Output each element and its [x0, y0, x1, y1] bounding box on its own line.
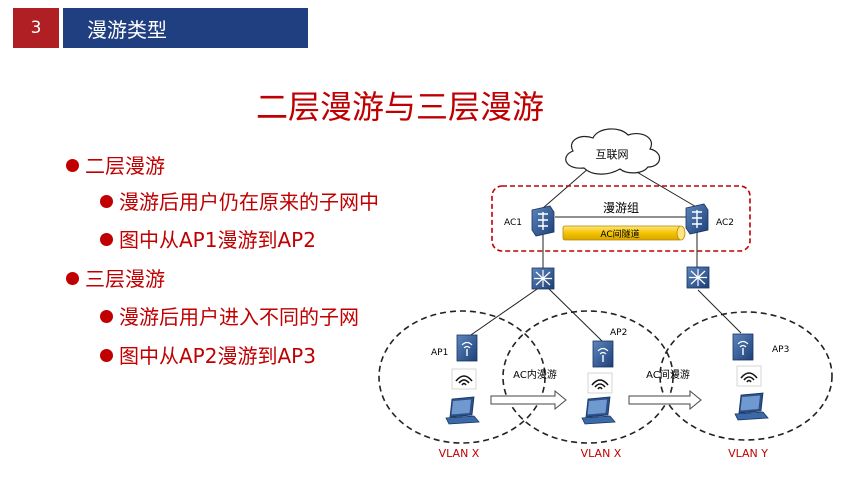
ac2-label: AC2	[716, 218, 734, 228]
internet-label: 互联网	[596, 148, 629, 161]
laptop-icon	[581, 396, 616, 425]
link-internet-ac1	[542, 167, 590, 209]
ap1-device-icon	[456, 334, 478, 362]
slide-title: 二层漫游与三层漫游	[255, 88, 544, 126]
coverage-area-ap3	[659, 311, 833, 441]
ac-tunnel: AC间隧道	[562, 225, 686, 241]
intra-ac-roaming-arrow	[490, 389, 567, 411]
section-title: 漫游类型	[63, 8, 308, 48]
bullet-l3-sub2: 图中从AP2漫游到AP3	[100, 340, 316, 369]
bullet-dot	[66, 159, 79, 172]
bullet-l2-roaming: 二层漫游	[66, 150, 165, 179]
network-links	[467, 167, 742, 342]
ap3-label: AP3	[772, 345, 789, 355]
ac1-device-icon	[531, 205, 555, 237]
ap1-label: AP1	[431, 348, 448, 358]
section-number: 3	[13, 8, 59, 48]
laptop-icon	[445, 396, 480, 425]
bullet-l3-sub2-text: 图中从AP2漫游到AP3	[119, 344, 316, 368]
vlan-label-ap3: VLAN Y	[728, 447, 768, 460]
vlan-label-ap2: VLAN X	[581, 447, 622, 460]
link-internet-ac2	[629, 167, 699, 209]
link-switch1-ap2	[546, 286, 603, 342]
wifi-signal-icon	[451, 368, 477, 390]
switch2-icon	[686, 266, 710, 289]
bullet-l3-sub1: 漫游后用户进入不同的子网	[100, 301, 359, 330]
bullet-l2-sub2: 图中从AP1漫游到AP2	[100, 224, 316, 253]
inter-ac-roaming-label: AC间漫游	[646, 368, 690, 381]
tunnel-label: AC间隧道	[600, 228, 639, 240]
coverage-area-ap1	[378, 310, 546, 444]
switch1-icon	[531, 267, 555, 290]
intra-ac-roaming-label: AC内漫游	[513, 368, 557, 381]
inter-ac-roaming-arrow	[628, 389, 702, 411]
bullet-l2-text: 二层漫游	[85, 154, 165, 178]
bullet-l2-sub2-text: 图中从AP1漫游到AP2	[119, 228, 316, 252]
laptop-icon	[734, 392, 769, 421]
bullet-l3-roaming: 三层漫游	[66, 263, 165, 292]
ap2-label: AP2	[610, 328, 627, 338]
coverage-area-ap2	[502, 310, 674, 444]
bullet-l2-sub1: 漫游后用户仍在原来的子网中	[100, 186, 379, 215]
internet-cloud-icon: 互联网	[565, 128, 661, 175]
ap3-device-icon	[732, 333, 754, 361]
ac1-label: AC1	[504, 218, 522, 228]
bullet-dot	[100, 310, 113, 323]
bullet-dot	[100, 195, 113, 208]
bullet-l2-sub1-text: 漫游后用户仍在原来的子网中	[119, 190, 379, 214]
bullet-dot	[100, 349, 113, 362]
wifi-signal-icon	[587, 372, 613, 394]
ap2-device-icon	[592, 340, 614, 368]
bullet-dot	[66, 272, 79, 285]
roam-group-box	[491, 185, 751, 252]
ac2-device-icon	[685, 203, 709, 235]
bullet-l3-sub1-text: 漫游后用户进入不同的子网	[119, 305, 359, 329]
wifi-signal-icon	[736, 365, 762, 387]
roam-group-label: 漫游组	[603, 201, 639, 215]
bullet-l3-text: 三层漫游	[85, 267, 165, 291]
link-switch2-ap3	[697, 289, 742, 334]
bullet-dot	[100, 233, 113, 246]
link-switch1-ap1	[467, 286, 541, 338]
vlan-label-ap1: VLAN X	[439, 447, 480, 460]
